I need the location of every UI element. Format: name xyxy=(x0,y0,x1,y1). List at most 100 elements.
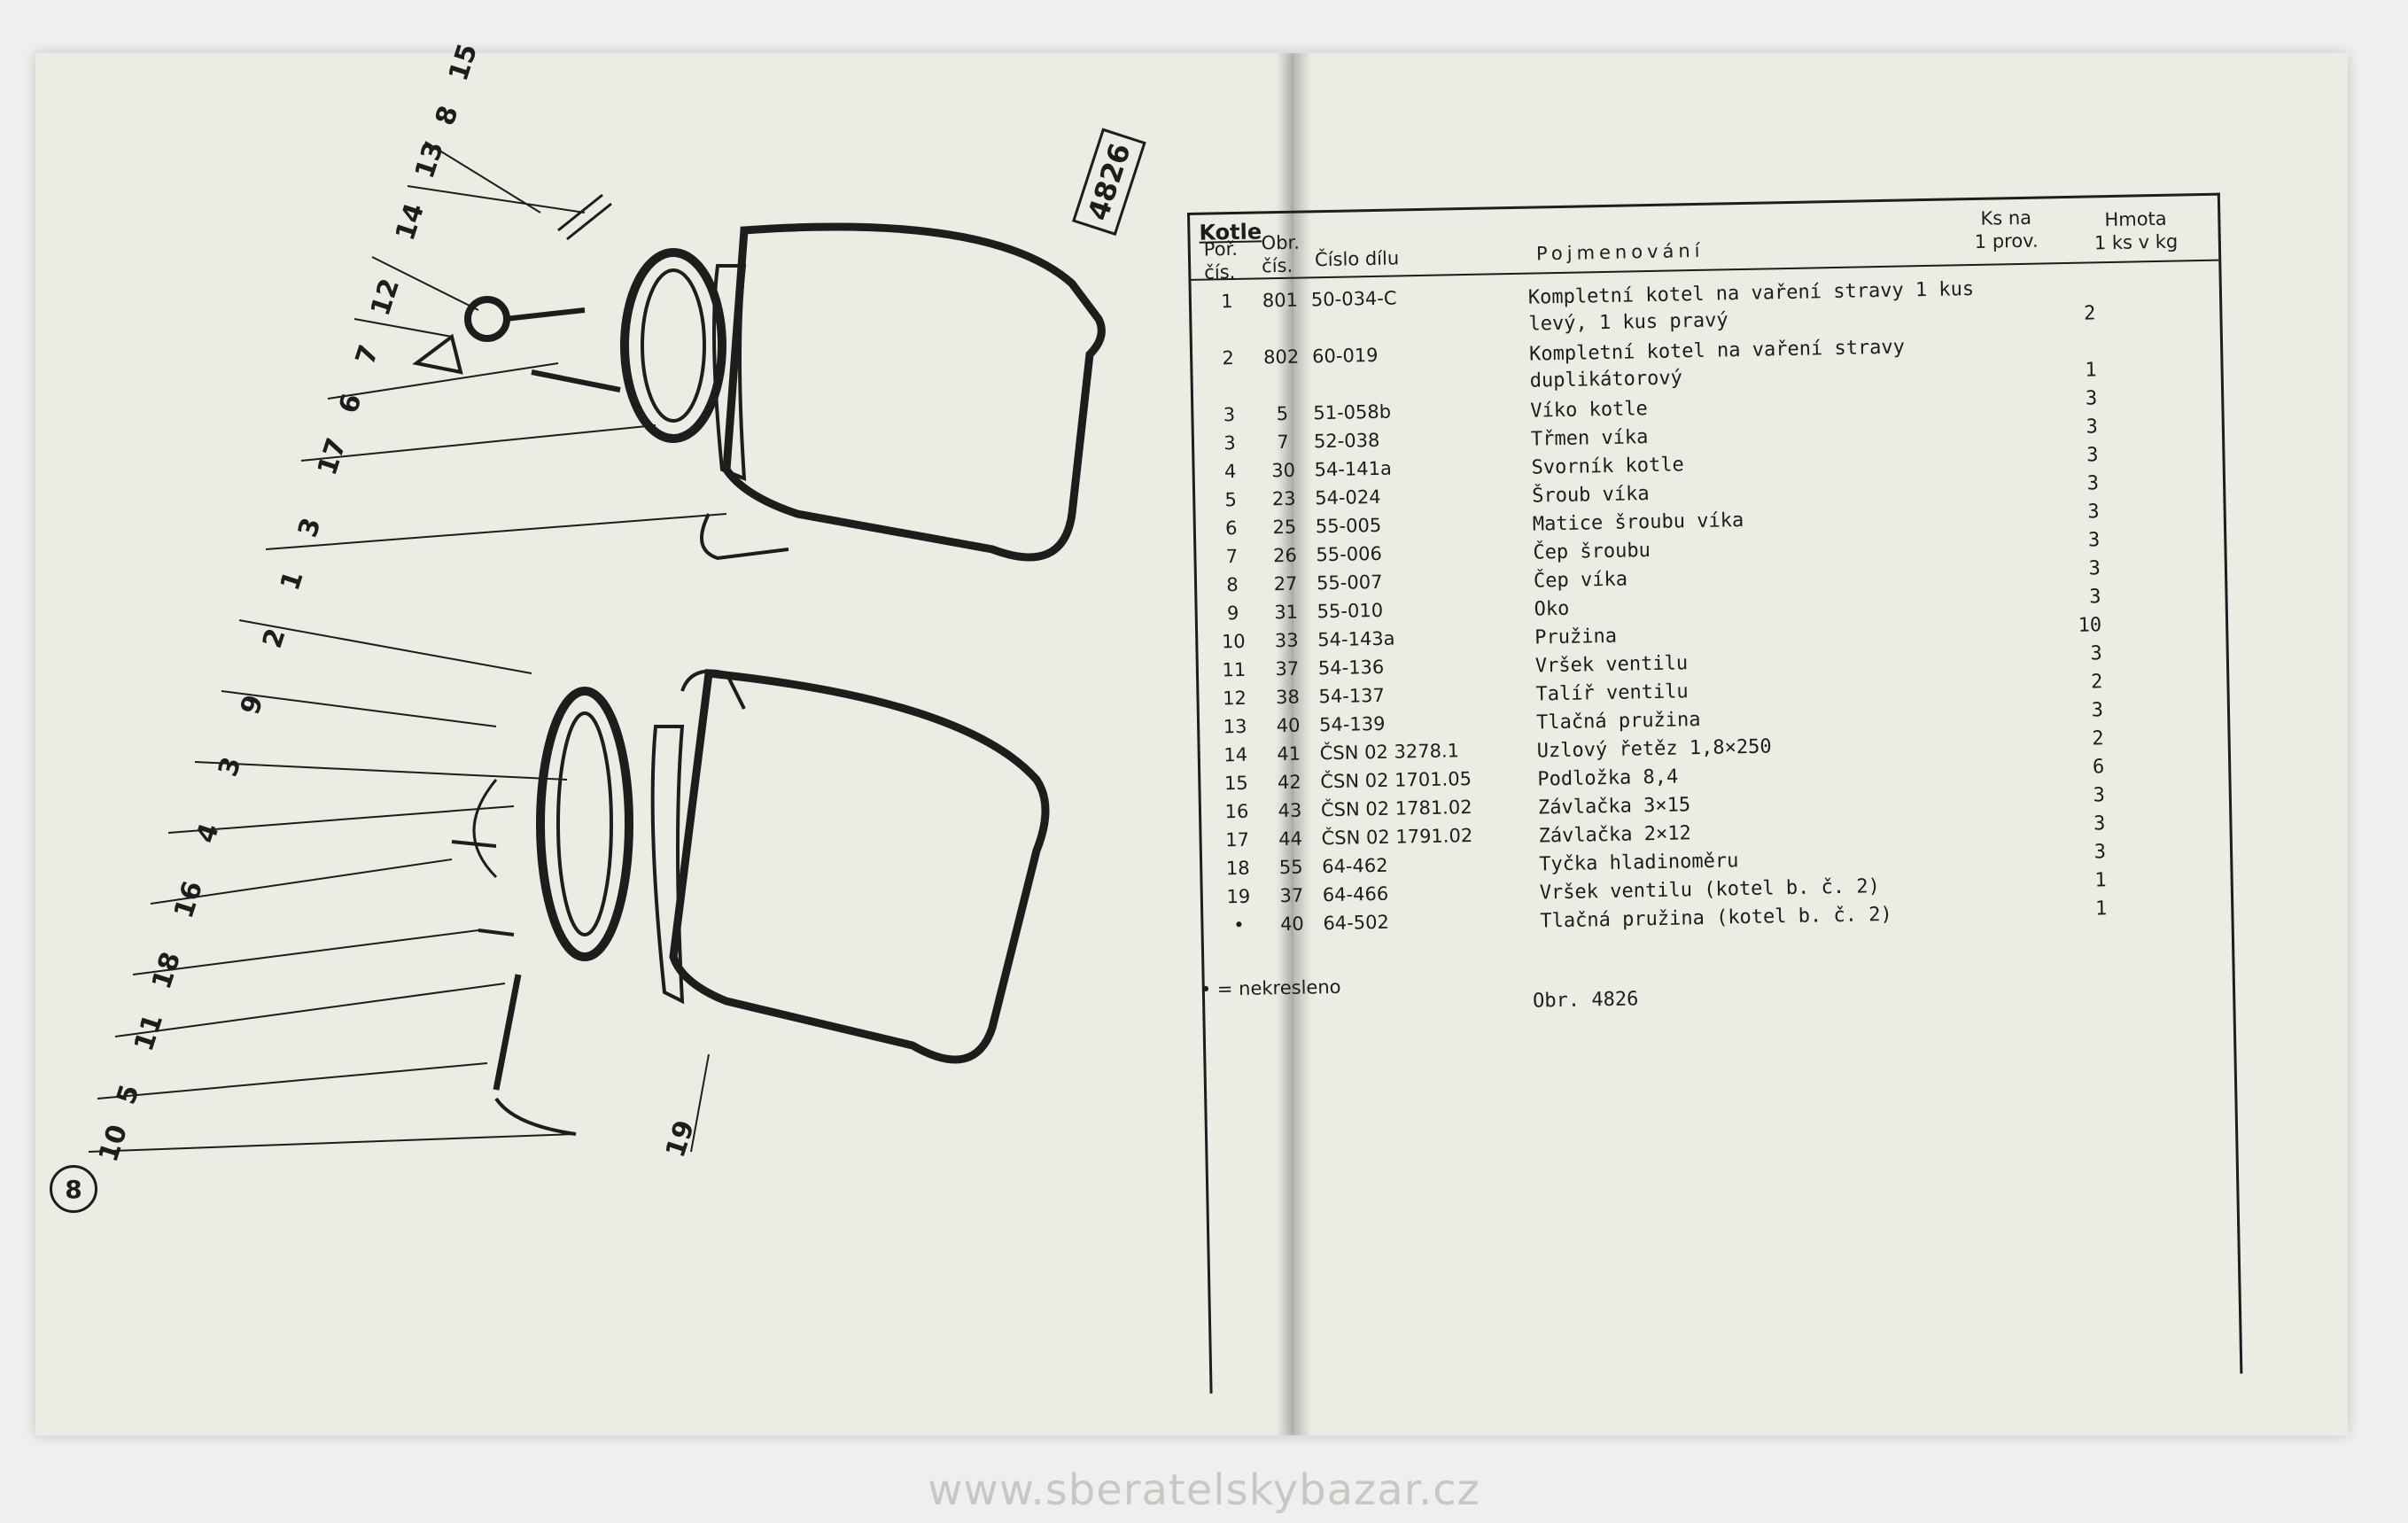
cell-vyk: 33 xyxy=(1274,629,1299,652)
cell-vyk: 7 xyxy=(1277,431,1289,454)
cell-pos: 13 xyxy=(1223,715,1247,738)
right-page xyxy=(1293,53,2348,1435)
cell-ks: 3 xyxy=(2093,812,2106,835)
cell-pos: 8 xyxy=(1226,573,1239,596)
cell-ks: 1 xyxy=(2094,897,2108,921)
left-page xyxy=(35,53,1293,1435)
cell-pos: 3 xyxy=(1223,432,1236,455)
cell-cislo: 54-139 xyxy=(1318,712,1386,736)
cell-vyk: 37 xyxy=(1275,657,1300,680)
cell-vyk: 27 xyxy=(1273,572,1298,595)
cell-ks: 2 xyxy=(2092,727,2104,750)
cell-cislo: 54-141a xyxy=(1314,457,1393,481)
header-name: Pojmenování xyxy=(1535,239,1705,265)
cell-pos: 14 xyxy=(1223,743,1248,766)
footnote: • = nekresleno xyxy=(1200,975,1341,1000)
cell-vyk: 26 xyxy=(1272,544,1298,567)
cell-pos: 10 xyxy=(1221,630,1246,653)
cell-pos: 9 xyxy=(1226,602,1239,625)
cell-vyk: 42 xyxy=(1277,771,1301,794)
cell-pos: 5 xyxy=(1224,488,1238,511)
cell-ks: 3 xyxy=(2087,529,2101,552)
cell-cislo: ČSN 02 1791.02 xyxy=(1321,824,1473,850)
cell-ks: 10 xyxy=(2078,614,2102,637)
cell-name: Kompletní kotel na vaření stravy 1 kus l… xyxy=(1527,277,1975,336)
header-cislo: Číslo dílu xyxy=(1314,247,1400,271)
cell-ks: 3 xyxy=(2086,472,2100,495)
cell-cislo: 54-024 xyxy=(1314,486,1381,509)
cell-vyk: 801 xyxy=(1262,289,1299,312)
cell-pos: • xyxy=(1233,913,1245,936)
cell-cislo: 55-007 xyxy=(1316,571,1383,594)
lower-lid xyxy=(536,687,633,961)
cell-cislo: 52-038 xyxy=(1313,429,1380,453)
cell-vyk: 30 xyxy=(1271,459,1296,482)
lower-chain xyxy=(494,1097,577,1136)
cell-ks: 2 xyxy=(2090,671,2103,694)
cell-ks: 3 xyxy=(2093,841,2107,864)
cell-cislo: ČSN 02 1781.02 xyxy=(1320,796,1472,821)
cell-cislo: 64-462 xyxy=(1321,854,1388,878)
cell-ks: 3 xyxy=(2086,444,2099,467)
header-vyk: Obr.čís. xyxy=(1261,231,1301,277)
cell-vyk: 44 xyxy=(1278,828,1303,851)
cell-cislo: 64-502 xyxy=(1323,911,1390,935)
cell-pos: 3 xyxy=(1223,404,1236,426)
cell-cislo: 64-466 xyxy=(1322,882,1389,906)
cell-pos: 11 xyxy=(1222,658,1247,681)
upper-bolt xyxy=(531,369,621,392)
cell-vyk: 43 xyxy=(1278,799,1302,822)
cell-cislo: 54-136 xyxy=(1317,656,1385,680)
cell-name: Tlačná pružina (kotel b. č. 2) xyxy=(1540,903,1892,933)
cell-ks: 3 xyxy=(2087,501,2100,524)
cell-pos: 15 xyxy=(1223,772,1248,795)
cell-pos: 2 xyxy=(1222,347,1235,369)
cell-pos: 12 xyxy=(1222,687,1247,710)
upper-boiler-rim xyxy=(712,264,747,482)
parts-table: Kotle Poř.čís. Obr.čís. Číslo dílu Pojme… xyxy=(1187,192,2243,1394)
lower-boiler-rim xyxy=(650,725,685,1005)
cell-ks: 3 xyxy=(2091,699,2104,722)
cell-ks: 1 xyxy=(2094,869,2107,892)
cell-vyk: 41 xyxy=(1277,742,1301,765)
upper-boiler-body xyxy=(722,222,1106,562)
cell-cislo: 55-010 xyxy=(1317,599,1384,623)
book-gutter xyxy=(1276,53,1311,1435)
cell-vyk: 5 xyxy=(1276,402,1289,425)
cell-vyk: 802 xyxy=(1262,346,1300,369)
exploded-drawing xyxy=(88,141,1106,1153)
cell-vyk: 25 xyxy=(1272,516,1297,539)
cell-cislo: 50-034-C xyxy=(1310,287,1397,311)
cell-cislo: ČSN 02 1701.05 xyxy=(1320,767,1472,793)
upper-lid xyxy=(620,248,726,443)
cell-ks: 3 xyxy=(2086,416,2099,439)
watermark: www.sberatelskybazar.cz xyxy=(928,1465,1480,1515)
cell-cislo: ČSN 02 3278.1 xyxy=(1319,740,1460,765)
cell-cislo: 51-058b xyxy=(1313,400,1392,424)
level-rod xyxy=(493,974,522,1091)
cell-ks: 3 xyxy=(2088,557,2101,580)
cell-cislo: 55-006 xyxy=(1316,542,1383,566)
cell-pos: 6 xyxy=(1224,517,1238,540)
cell-vyk: 38 xyxy=(1275,686,1301,709)
cell-cislo: 54-137 xyxy=(1318,684,1386,708)
cell-pos: 1 xyxy=(1221,291,1233,313)
upper-knob xyxy=(464,296,510,342)
cell-name: Kompletní kotel na vaření stravy dupliká… xyxy=(1528,336,1906,392)
page-number: 8 xyxy=(50,1165,97,1213)
cell-cislo: 54-143a xyxy=(1317,627,1395,651)
cell-vyk: 40 xyxy=(1276,714,1301,737)
lower-boiler-body xyxy=(669,669,1050,1064)
cell-pos: 16 xyxy=(1224,800,1249,823)
upper-handle xyxy=(700,513,789,561)
cell-ks: 1 xyxy=(2085,359,2097,382)
header-pos: Poř.čís. xyxy=(1203,237,1239,284)
cell-vyk: 37 xyxy=(1279,884,1304,907)
cell-ks: 2 xyxy=(2083,302,2096,325)
cell-pos: 19 xyxy=(1226,885,1251,908)
cell-vyk: 31 xyxy=(1274,601,1299,624)
cell-vyk: 40 xyxy=(1279,913,1305,936)
cell-pos: 18 xyxy=(1225,857,1250,880)
